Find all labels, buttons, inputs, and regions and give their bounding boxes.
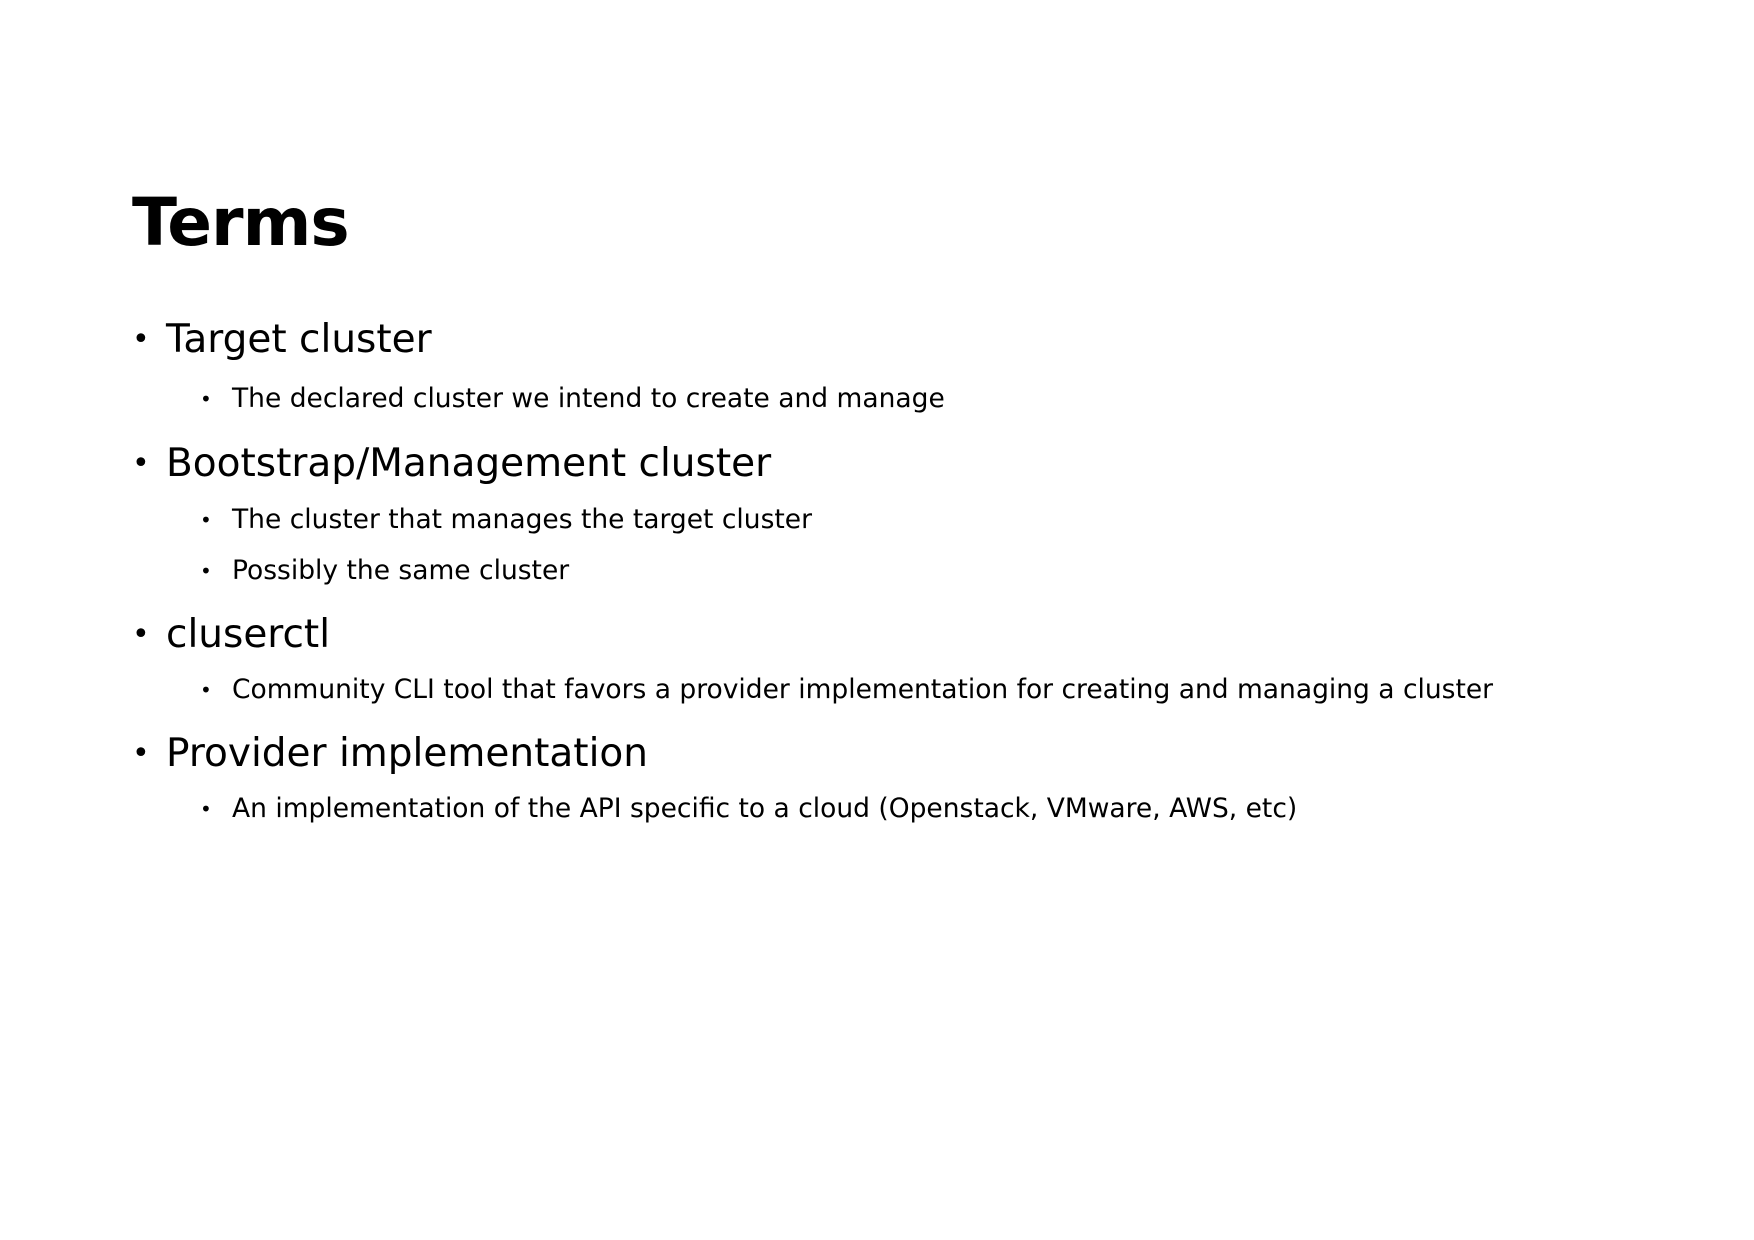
detail-item: • The declared cluster we intend to crea… <box>130 380 1690 418</box>
slide-title: Terms <box>132 184 350 261</box>
detail-item: • Possibly the same cluster <box>130 552 1690 590</box>
term-item: • Target cluster • The declared cluster … <box>130 315 1690 418</box>
term-row: • Target cluster <box>130 315 1690 365</box>
term-label: Target cluster <box>166 317 432 362</box>
bullet-icon: • <box>132 736 150 771</box>
term-label: Provider implementation <box>166 731 648 776</box>
sub-bullet-icon: • <box>200 387 212 411</box>
detail-text: Possibly the same cluster <box>232 555 570 586</box>
sub-bullet-icon: • <box>200 678 212 702</box>
term-item: • cluserctl • Community CLI tool that fa… <box>130 610 1690 709</box>
term-label: cluserctl <box>166 612 331 657</box>
sub-bullet-icon: • <box>200 559 212 583</box>
term-row: • Bootstrap/Management cluster <box>130 439 1690 489</box>
term-details: • The declared cluster we intend to crea… <box>130 380 1690 418</box>
term-row: • cluserctl <box>130 610 1690 660</box>
detail-text: The declared cluster we intend to create… <box>232 383 945 414</box>
detail-item: • An implementation of the API specific … <box>130 790 1690 828</box>
sub-bullet-icon: • <box>200 797 212 821</box>
detail-item: • Community CLI tool that favors a provi… <box>130 671 1690 709</box>
term-item: • Bootstrap/Management cluster • The clu… <box>130 439 1690 590</box>
sub-bullet-icon: • <box>200 508 212 532</box>
detail-text: An implementation of the API specific to… <box>232 793 1298 824</box>
detail-text: Community CLI tool that favors a provide… <box>232 674 1494 705</box>
bullet-icon: • <box>132 322 150 357</box>
term-item: • Provider implementation • An implement… <box>130 729 1690 828</box>
bullet-icon: • <box>132 446 150 481</box>
term-label: Bootstrap/Management cluster <box>166 441 772 486</box>
bullet-icon: • <box>132 617 150 652</box>
term-row: • Provider implementation <box>130 729 1690 779</box>
term-list: • Target cluster • The declared cluster … <box>130 315 1690 828</box>
term-details: • The cluster that manages the target cl… <box>130 501 1690 590</box>
term-details: • An implementation of the API specific … <box>130 790 1690 828</box>
term-details: • Community CLI tool that favors a provi… <box>130 671 1690 709</box>
detail-item: • The cluster that manages the target cl… <box>130 501 1690 539</box>
detail-text: The cluster that manages the target clus… <box>232 504 812 535</box>
